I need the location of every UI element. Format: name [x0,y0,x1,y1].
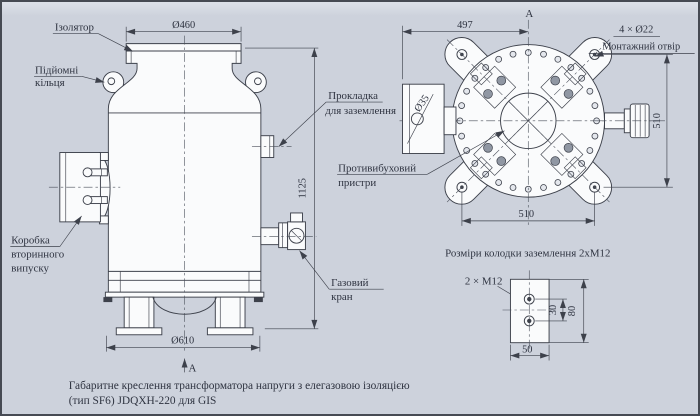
section-letter-top: A [525,8,533,20]
label-text: Підйомні [35,64,78,76]
dim-510-vertical: 510 [603,54,673,188]
dim-text-497: 497 [457,20,473,31]
label-text: Противибуховий [338,162,416,174]
dim-50: 50 [510,345,550,361]
dim-flange-diameter: Ø460 [125,20,242,42]
label-explosion-device: Противибуховий пристри [337,130,505,189]
gas-valve [251,212,317,251]
label-text: для заземлення [325,105,396,117]
top-secondary-box: Ø35 [402,83,457,154]
dim-text-460: Ø460 [172,20,195,31]
dim-text-50: 50 [522,345,532,356]
dim-30: 30 [535,298,567,322]
label-text: Монтажний отвір [602,42,680,53]
label-text: 4 × Ø22 [619,25,653,36]
dim-text-1125: 1125 [297,178,308,198]
dim-text-30: 30 [548,305,559,315]
grounding-gasket-stub [251,135,292,158]
dim-text-510h: 510 [519,209,535,220]
grounding-block-detail: Розміри колодки заземлення 2хМ12 2 × М12… [445,248,610,361]
drawing-caption: Габаритне креслення трансформатора напру… [69,380,410,407]
label-text: Прокладка [328,90,378,102]
label-text: кільця [35,77,65,89]
dim-80: 80 [549,278,589,344]
vessel-body [107,43,262,293]
label-lifting-rings: Підйомні кільця [34,64,105,89]
label-grounding-gasket: Прокладка для заземлення [278,90,396,147]
section-letter: A [189,362,197,374]
lifting-ring-hole [107,77,116,86]
detail-thread-label: 2 × М12 [465,275,503,287]
lifting-ring-hole [254,77,262,86]
clamp-brackets [469,62,587,180]
label-text: кран [331,291,353,303]
section-marker-bottom: A [181,358,197,374]
vessel-base [103,291,265,336]
lifting-rings [102,71,267,94]
top-section-view: Ø35 Противибуховий пристри A 497 [337,8,695,226]
label-text: Ізолятор [55,22,95,34]
dim-text-510v: 510 [652,113,663,129]
dim-497: 497 [402,20,529,80]
caption-line-2: (тип SF6) JDQXH-220 для GIS [69,395,217,407]
dim-text-610: Ø610 [171,336,194,347]
dim-height: 1125 [245,47,319,330]
label-gas-valve: Газовий кран [299,250,384,303]
dim-text-80: 80 [567,306,578,316]
caption-line-1: Габаритне креслення трансформатора напру… [69,380,410,392]
secondary-terminal-box [48,152,121,225]
grounding-block-holes [523,293,535,327]
label-mounting-hole: 4 × Ø22 Монтажний отвір [588,25,695,57]
label-text: випуску [11,262,49,274]
dim-base-diameter: Ø610 [106,336,261,352]
top-gas-valve-knob [597,103,659,139]
side-elevation-view: Ø460 1125 Ø610 A Ізолятор Підйомні [10,20,396,374]
label-text: вторинного [11,249,64,261]
label-insulator: Ізолятор [52,22,134,52]
label-text: Коробка [11,235,50,247]
label-secondary-box: Коробка вторинного випуску [10,215,82,274]
detail-title: Розміри колодки заземлення 2хМ12 [445,248,610,260]
dim-510-horizontal: 510 [461,192,595,226]
grounding-block [509,278,550,344]
label-text: Газовий [331,277,368,289]
label-text: пристри [338,177,376,189]
